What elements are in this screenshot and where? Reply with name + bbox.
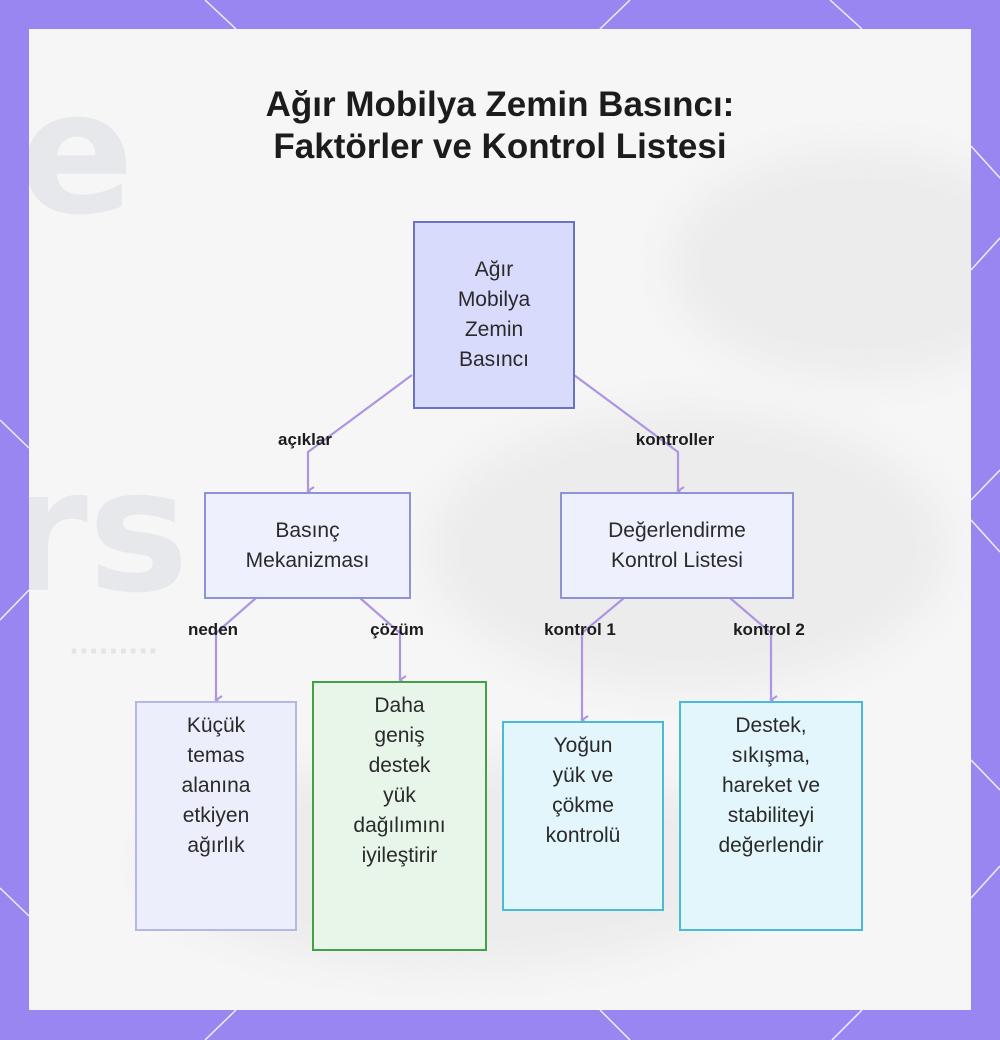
title-line-1: Ağır Mobilya Zemin Basıncı:	[265, 85, 735, 124]
node-cause-label: Küçük temas alanına etkiyen ağırlık	[181, 714, 251, 857]
node-assessment-checklist: Değerlendirme Kontrol Listesi	[560, 492, 794, 599]
node-check-2: Destek, sıkışma, hareket ve stabiliteyi …	[679, 701, 863, 931]
node-check-1-label: Yoğun yük ve çökme kontrolü	[545, 734, 621, 847]
background-watermark-letter: e	[29, 55, 135, 253]
page-title: Ağır Mobilya Zemin Basıncı: Faktörler ve…	[0, 84, 1000, 168]
background-watermark-letters: rs	[29, 433, 190, 631]
connector-checklist-check1	[580, 597, 625, 725]
node-root: Ağır Mobilya Zemin Basıncı	[413, 221, 575, 409]
edge-label-check2: kontrol 2	[733, 620, 805, 639]
edge-label-solution: çözüm	[370, 620, 424, 639]
edge-label-cause: neden	[187, 620, 239, 639]
node-solution: Daha geniş destek yük dağılımını iyileşt…	[312, 681, 487, 951]
connector-mechanism-solution	[359, 597, 407, 685]
node-pressure-mechanism: Basınç Mekanizması	[204, 492, 411, 599]
connector-checklist-check2	[729, 597, 778, 705]
connector-root-checklist	[573, 374, 685, 496]
node-cause: Küçük temas alanına etkiyen ağırlık	[135, 701, 297, 931]
node-assessment-checklist-label: Değerlendirme Kontrol Listesi	[608, 518, 746, 572]
title-line-2: Faktörler ve Kontrol Listesi	[273, 127, 727, 166]
node-solution-label: Daha geniş destek yük dağılımını iyileşt…	[353, 694, 446, 867]
edge-label-check1: kontrol 1	[544, 620, 616, 639]
background-watermark-mark: ·········	[69, 637, 158, 667]
edge-label-explains: açıklar	[278, 430, 332, 449]
node-pressure-mechanism-label: Basınç Mekanizması	[245, 518, 370, 572]
connector-root-mechanism	[306, 374, 413, 496]
background-blur-shape	[669, 149, 971, 379]
node-root-label: Ağır Mobilya Zemin Basıncı	[457, 258, 531, 371]
node-check-1: Yoğun yük ve çökme kontrolü	[502, 721, 664, 911]
connector-mechanism-cause	[214, 597, 257, 705]
edge-label-controls: kontroller	[635, 430, 715, 449]
node-check-2-label: Destek, sıkışma, hareket ve stabiliteyi …	[718, 714, 824, 857]
